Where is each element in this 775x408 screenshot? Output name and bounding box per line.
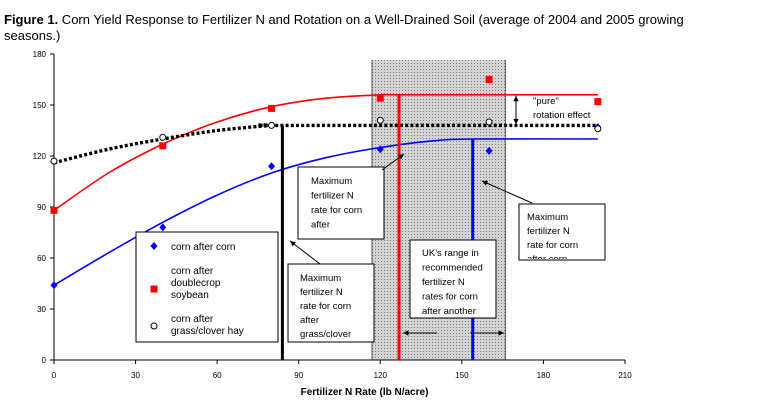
corn-after-soybean-point bbox=[268, 104, 276, 112]
y-tick-label: 180 bbox=[33, 50, 47, 59]
rotation-arrow-down-head bbox=[513, 118, 519, 125]
max-soybean-text-line: fertilizer N bbox=[311, 191, 354, 202]
legend-marker-soybean bbox=[150, 285, 158, 293]
corn-after-corn-point bbox=[159, 223, 167, 232]
max-soybean-arrow-head bbox=[398, 154, 404, 160]
y-tick-label: 90 bbox=[37, 203, 46, 212]
corn-after-hay-point bbox=[159, 133, 167, 141]
max-soybean-text-line: rate for corn bbox=[311, 205, 362, 216]
max-hay-text-line: grass/clover bbox=[300, 329, 351, 340]
uk-range-arrow-right-head bbox=[498, 330, 504, 336]
max-hay-box bbox=[287, 263, 375, 343]
max-soybean-text-line: after bbox=[311, 220, 330, 231]
max-corn-text-line: rate for corn bbox=[527, 240, 578, 251]
x-tick-label: 90 bbox=[294, 371, 303, 380]
legend-label-corn: corn after corn bbox=[171, 242, 235, 253]
x-tick-label: 180 bbox=[537, 371, 551, 380]
legend-label-hay-part: grass/clover hay bbox=[171, 326, 244, 337]
max-hay-text-line: Maximum bbox=[300, 273, 341, 284]
max-hay-text-line: fertilizer N bbox=[300, 287, 343, 298]
x-tick-label: 30 bbox=[131, 371, 140, 380]
corn-after-hay-curve bbox=[53, 123, 598, 165]
x-tick-label: 60 bbox=[213, 371, 222, 380]
max-hay-arrow bbox=[289, 240, 321, 265]
corn-after-soybean-point bbox=[50, 206, 58, 214]
corn-after-soybean-point bbox=[594, 98, 602, 106]
max-hay-text: Maximum fertilizer N rate for corn after gra… bbox=[300, 273, 351, 340]
uk-range-box bbox=[409, 239, 497, 319]
legend-label-soybean-part: soybean bbox=[171, 290, 209, 301]
uk-range-text-line: fertilizer N bbox=[422, 277, 465, 288]
corn-after-soybean-point bbox=[159, 142, 167, 150]
corn-after-hay-point bbox=[268, 121, 276, 129]
legend-label-soybean-part: doublecrop bbox=[171, 278, 221, 289]
uk-range-text-line: after another bbox=[422, 306, 476, 317]
max-corn-arrow bbox=[481, 180, 533, 204]
legend-marker-corn bbox=[150, 242, 158, 250]
uk-range-text-line: recommended bbox=[422, 263, 483, 274]
uk-range-text-line: rates for corn bbox=[422, 292, 478, 303]
max-soybean-box bbox=[297, 166, 385, 240]
y-tick-label: 120 bbox=[33, 152, 47, 161]
max-corn-text-line: Maximum bbox=[527, 212, 568, 223]
corn-after-soybean-curve bbox=[53, 93, 598, 212]
x-tick-label: 210 bbox=[618, 371, 632, 380]
corn-after-corn-point bbox=[485, 146, 493, 155]
corn-after-corn-point bbox=[376, 145, 384, 154]
rotation-arrow-up-head bbox=[513, 95, 519, 102]
max-corn-box bbox=[518, 203, 606, 261]
corn-after-soybean-point bbox=[376, 94, 384, 102]
uk-range-arrow-left-head bbox=[403, 330, 409, 336]
max-corn-arrow-head bbox=[482, 180, 488, 186]
x-tick-label: 150 bbox=[455, 371, 469, 380]
max-corn-text-line: after corn bbox=[527, 254, 567, 265]
legend-label-hay-part: corn after bbox=[171, 314, 214, 325]
legend-marker-hay bbox=[150, 322, 158, 330]
figure-label: Figure 1. bbox=[4, 12, 59, 27]
legend-label-soybean-part: corn after bbox=[171, 266, 214, 277]
legend-box bbox=[135, 231, 279, 343]
corn-after-corn-point bbox=[50, 281, 58, 290]
uk-range-text: UK's range in recommended fertilizer N rate… bbox=[422, 248, 483, 317]
x-tick-label: 0 bbox=[52, 371, 57, 380]
corn-after-hay-point bbox=[594, 125, 602, 133]
figure-caption-text: Corn Yield Response to Fertilizer N and … bbox=[4, 12, 684, 43]
rotation-effect-label: rotation effect bbox=[533, 110, 591, 121]
corn-after-corn-point bbox=[268, 162, 276, 171]
corn-after-hay-point bbox=[50, 157, 58, 165]
rotation-effect-label: "pure" bbox=[533, 96, 559, 107]
max-soybean-text: Maximum fertilizer N rate for corn after bbox=[311, 176, 362, 231]
max-corn-text-line: fertilizer N bbox=[527, 226, 570, 237]
max-hay-text-line: rate for corn bbox=[300, 301, 351, 312]
max-soybean-text-line: Maximum bbox=[311, 176, 352, 187]
y-tick-label: 150 bbox=[33, 101, 47, 110]
x-tick-label: 120 bbox=[374, 371, 388, 380]
corn-after-soybean-point bbox=[485, 76, 493, 83]
y-tick-label: 30 bbox=[37, 305, 46, 314]
max-hay-arrow-head bbox=[290, 241, 296, 247]
corn-after-hay-point bbox=[376, 116, 384, 124]
x-axis-label: Fertilizer N Rate (lb N/acre) bbox=[301, 387, 429, 398]
y-tick-label: 0 bbox=[42, 356, 47, 365]
corn-after-hay-point bbox=[485, 118, 493, 126]
uk-range-text-line: UK's range in bbox=[422, 248, 479, 259]
max-corn-text: Maximum fertilizer N rate for corn after co… bbox=[527, 212, 578, 265]
figure-caption: Figure 1. Corn Yield Response to Fertili… bbox=[4, 12, 704, 44]
y-tick-label: 60 bbox=[37, 254, 46, 263]
max-hay-text-line: after bbox=[300, 315, 319, 326]
